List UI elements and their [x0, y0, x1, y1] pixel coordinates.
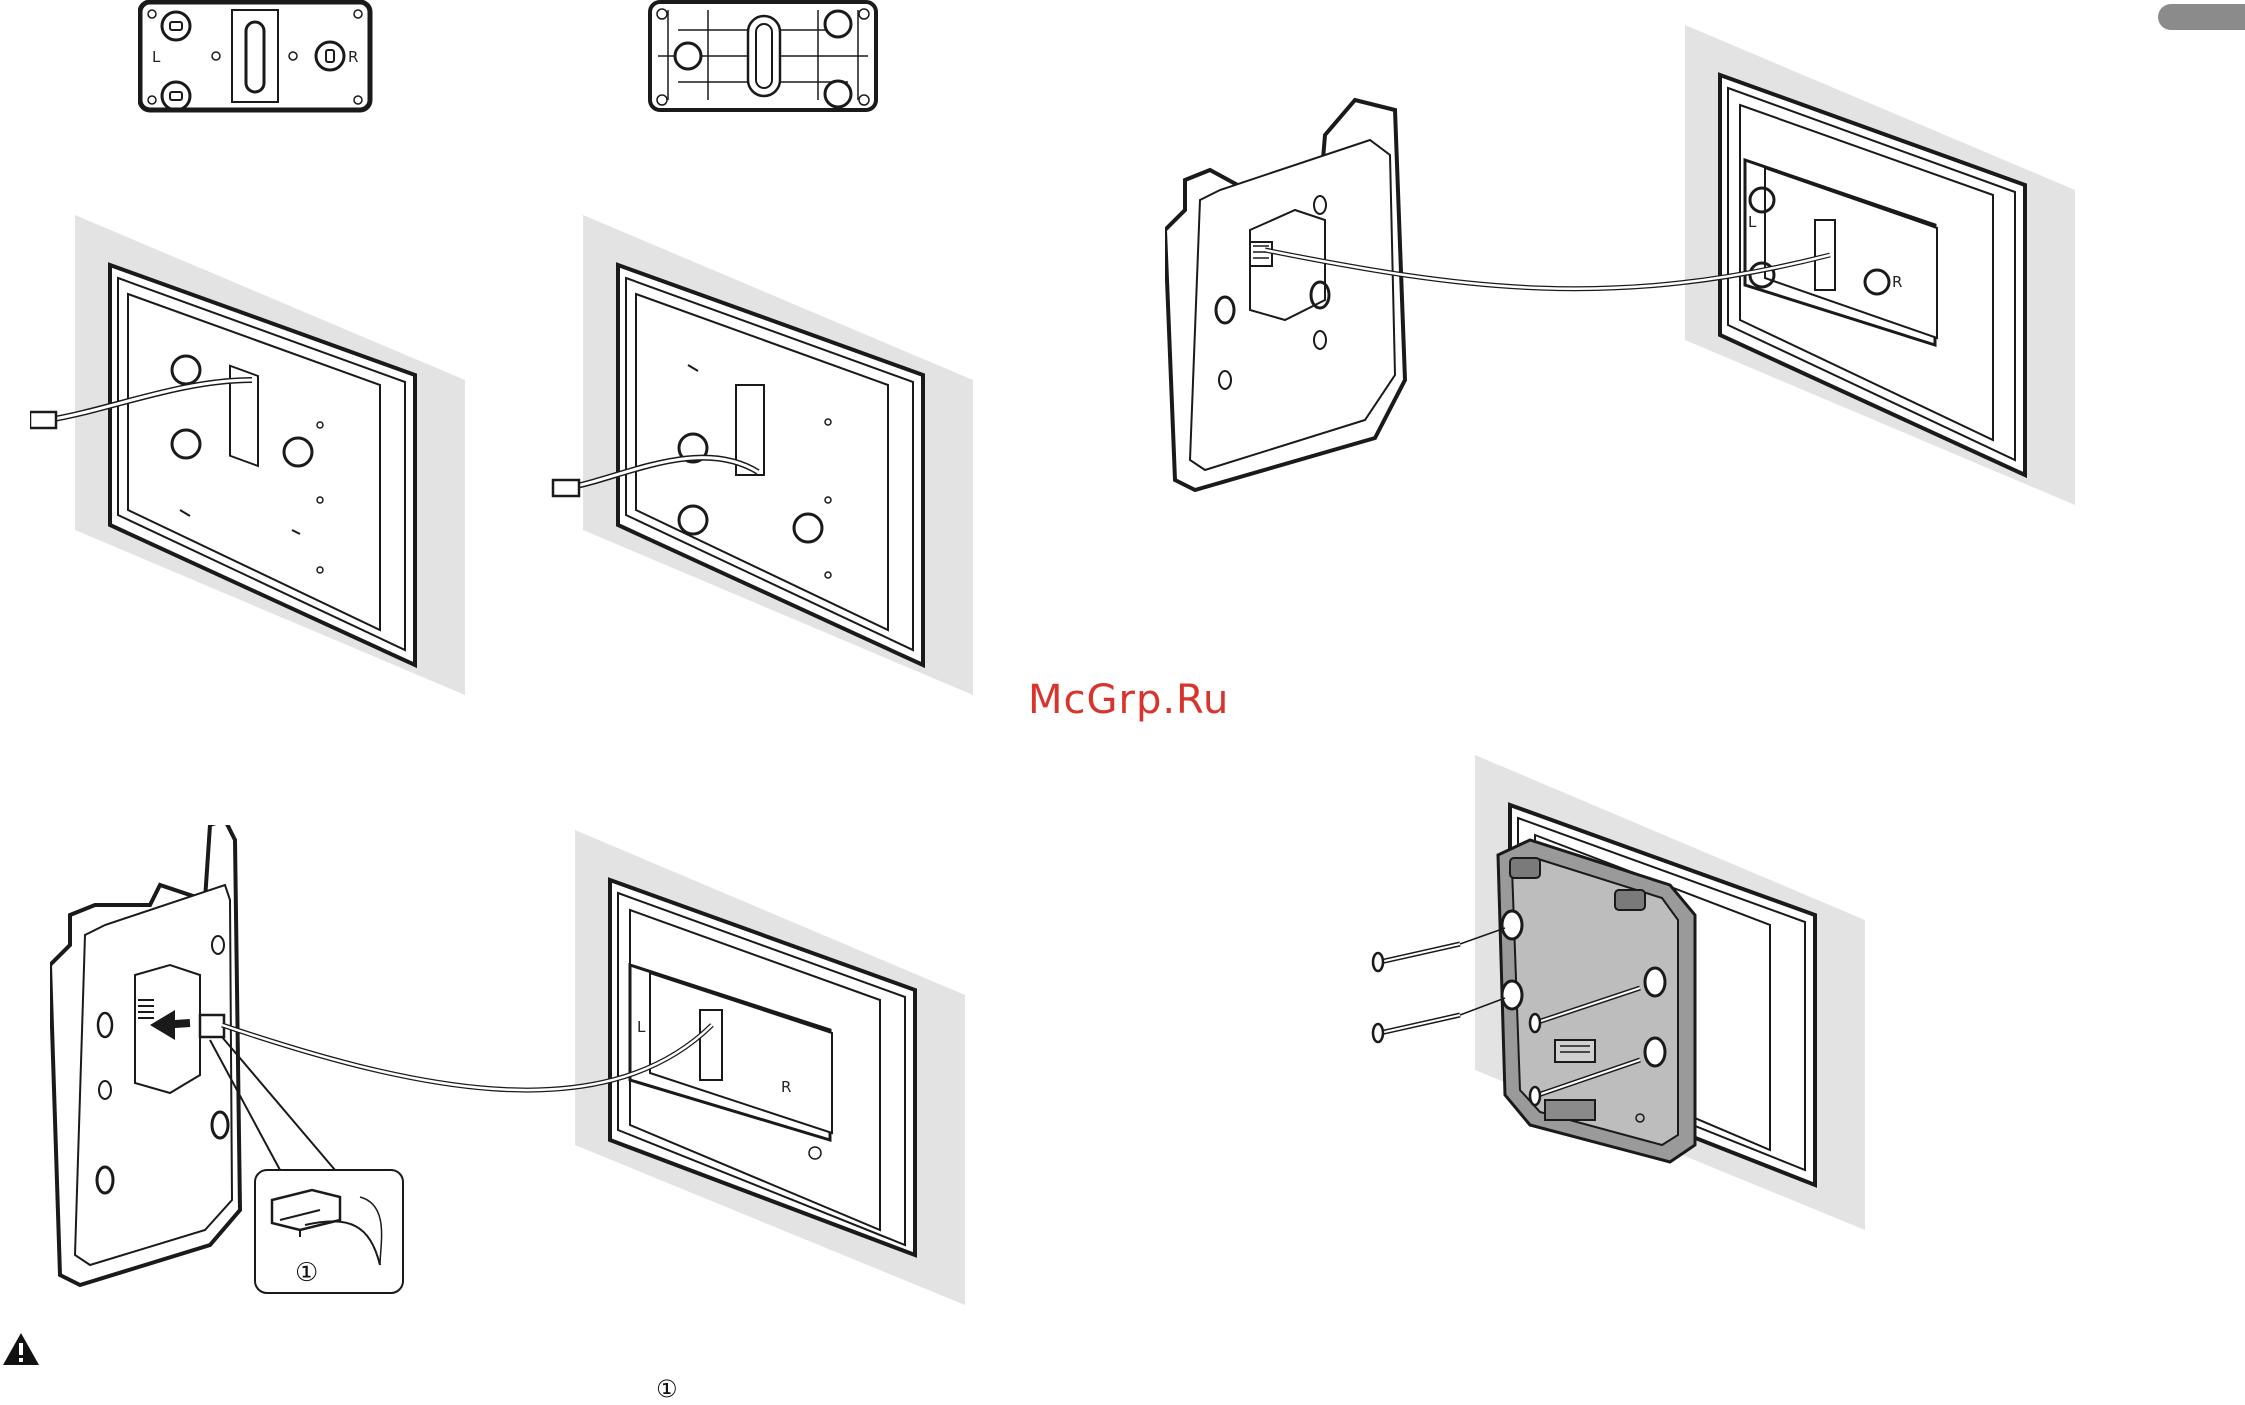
- figure-wall-panel-cable-a: [30, 210, 470, 700]
- footer-callout-reference: ①: [656, 1375, 678, 1403]
- panel-label-right-d: R: [781, 1078, 791, 1096]
- panel-label-left-d: L: [637, 1018, 645, 1036]
- figure-bracket-connect-top: [1165, 20, 2085, 510]
- panel-label-right-c: R: [1892, 273, 1902, 291]
- figure-wall-panel-cable-b: [548, 210, 988, 700]
- page-tab-marker: [2158, 4, 2245, 30]
- callout-number: ①: [295, 1258, 318, 1288]
- bracket-top-view-left: [138, 0, 374, 118]
- plate-label-right: R: [348, 48, 358, 66]
- figure-bracket-connect-bottom: [50, 825, 970, 1305]
- figure-bracket-screws: [1370, 750, 1870, 1230]
- warning-icon: [2, 1332, 40, 1366]
- watermark-text: McGrp.Ru: [1028, 677, 1229, 723]
- bracket-top-view-right: [648, 0, 880, 118]
- panel-label-left-c: L: [1748, 213, 1756, 231]
- plate-label-left: L: [152, 48, 160, 66]
